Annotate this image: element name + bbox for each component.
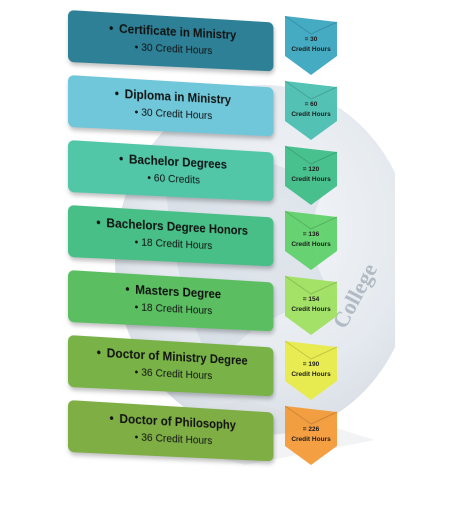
degree-bar: •Doctor of Philosophy• 36 Credit Hours (68, 400, 274, 462)
chevron-arrow-icon (284, 145, 338, 205)
chevron-arrow-icon (284, 275, 338, 335)
chevron-arrow-icon (284, 405, 338, 465)
degree-bar: •Bachelors Degree Honors• 18 Credit Hour… (68, 205, 274, 267)
chevron-arrow-icon (284, 80, 338, 140)
degree-bar: •Masters Degree• 18 Credit Hours (68, 270, 274, 332)
chevron-arrow-icon (284, 210, 338, 270)
degree-bar: •Certificate in Ministry• 30 Credit Hour… (68, 10, 274, 72)
degree-bar: •Bachelor Degrees• 60 Credits (68, 140, 274, 202)
chevron-arrow-icon (284, 340, 338, 400)
chevron-arrow-icon (284, 15, 338, 75)
degree-bar: •Diploma in Ministry• 30 Credit Hours (68, 75, 274, 137)
degree-bar: •Doctor of Ministry Degree• 36 Credit Ho… (68, 335, 274, 397)
